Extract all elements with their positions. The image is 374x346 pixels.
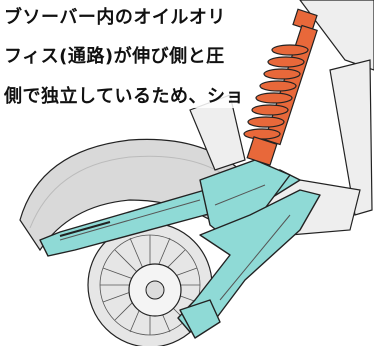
shock-absorber: [244, 9, 317, 165]
caption-line-1: ブソーバー内のオイルオリ: [4, 7, 228, 29]
caption-line-3: 側で独立しているため、ショ: [4, 86, 246, 108]
caption-line-2: フィス(通路)が伸び側と圧: [4, 46, 227, 68]
